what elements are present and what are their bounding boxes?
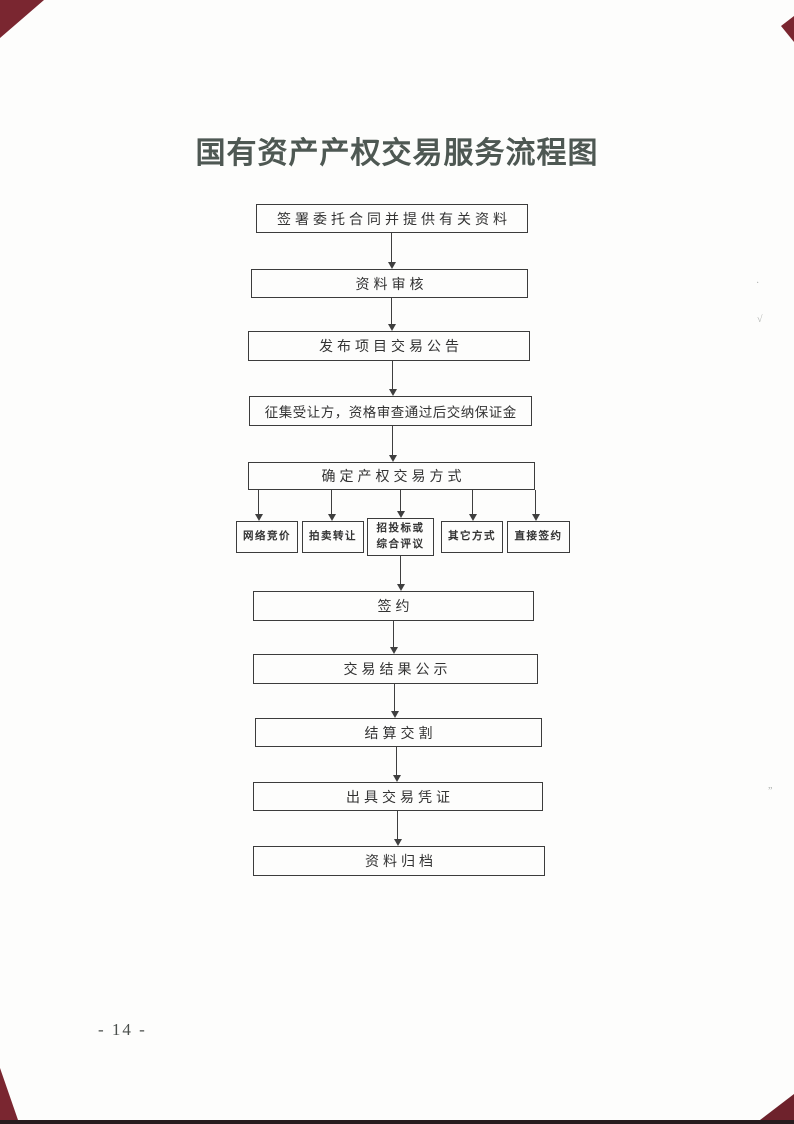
arrow-down-icon	[395, 556, 407, 591]
method-direct-signing: 直接签约	[507, 521, 570, 553]
pencil-dot-mark: ·	[756, 278, 760, 289]
scan-edge-bottom-strip	[0, 1120, 794, 1124]
page-title: 国有资产产权交易服务流程图	[195, 137, 599, 170]
arrow-down-icon	[387, 361, 399, 396]
arrow-down-icon	[530, 490, 542, 521]
arrow-down-icon	[389, 684, 401, 718]
flow-step-issue-certificate: 出具交易凭证	[253, 782, 543, 811]
arrow-down-icon	[391, 747, 403, 782]
pencil-check-mark: √	[757, 314, 763, 325]
arrow-down-icon	[253, 490, 265, 521]
arrow-down-icon	[392, 811, 404, 846]
arrow-down-icon	[326, 490, 338, 521]
flow-step-settlement-delivery: 结算交割	[255, 718, 542, 747]
scan-corner-bottom-right	[760, 1094, 794, 1120]
arrow-down-icon	[388, 621, 400, 654]
pencil-quote-mark: ”	[768, 786, 773, 797]
arrow-down-icon	[386, 233, 398, 269]
scan-corner-top-left	[0, 0, 44, 38]
flow-step-determine-method: 确定产权交易方式	[248, 462, 535, 490]
method-auction-transfer: 拍卖转让	[302, 521, 364, 553]
method-tender-or-evaluation: 招投标或 综合评议	[367, 518, 434, 556]
arrow-down-icon	[386, 298, 398, 331]
flow-step-solicit-transferees: 征集受让方，资格审查通过后交纳保证金	[249, 396, 532, 426]
flow-step-sign-contract: 签署委托合同并提供有关资料	[256, 204, 528, 233]
arrow-down-icon	[395, 490, 407, 518]
method-online-bidding: 网络竞价	[236, 521, 298, 553]
scan-mark-right-edge	[781, 16, 794, 42]
arrow-down-icon	[387, 426, 399, 462]
flow-step-sign-agreement: 签约	[253, 591, 534, 621]
flow-step-publish-announcement: 发布项目交易公告	[248, 331, 530, 361]
scan-corner-bottom-left	[0, 1068, 18, 1120]
arrow-down-icon	[467, 490, 479, 521]
page-number: - 14 -	[98, 1020, 147, 1039]
flow-step-material-review: 资料审核	[251, 269, 528, 298]
method-other: 其它方式	[441, 521, 503, 553]
flow-step-archive: 资料归档	[253, 846, 545, 876]
flow-step-result-publicity: 交易结果公示	[253, 654, 538, 684]
